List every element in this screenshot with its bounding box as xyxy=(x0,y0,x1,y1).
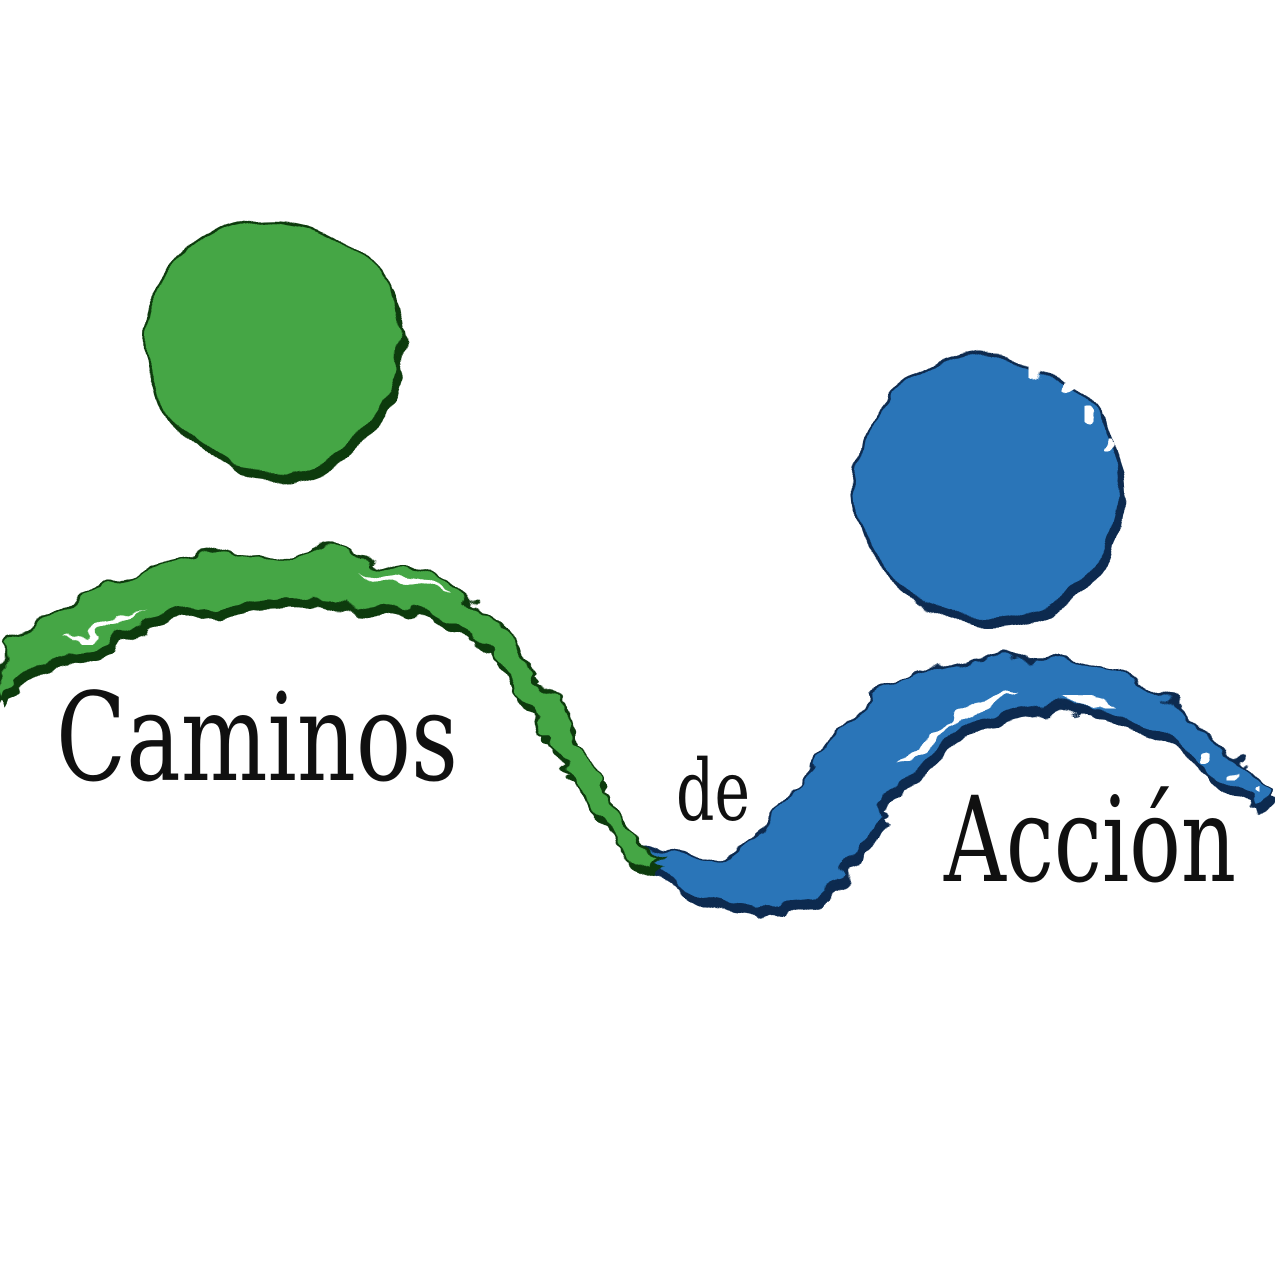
green-circle-icon xyxy=(142,214,405,480)
green-circle-paint-gaps xyxy=(153,410,213,478)
logo-word-accion: Acción xyxy=(943,771,1236,909)
green-wave-paint-gaps xyxy=(62,572,446,640)
logo-word-caminos: Caminos xyxy=(56,667,458,809)
blue-circle-icon xyxy=(853,352,1126,628)
blue-wave-icon xyxy=(564,654,1272,918)
green-wave-icon xyxy=(0,549,662,876)
blue-circle-paint-gaps xyxy=(1031,365,1115,450)
blue-wave-paint-gaps xyxy=(898,688,1258,793)
logo-word-de: de xyxy=(676,742,750,840)
